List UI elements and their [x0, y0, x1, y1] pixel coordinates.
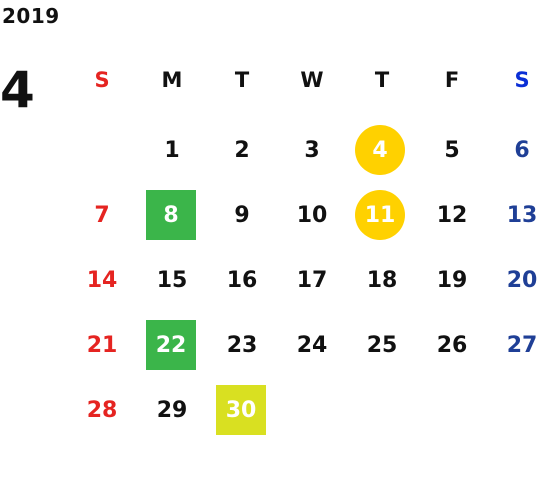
weekday-header-mon: M [161, 68, 183, 92]
day-cell[interactable]: 12 [436, 202, 468, 228]
day-cell-sunday[interactable]: 21 [86, 332, 118, 358]
day-cell-saturday[interactable]: 6 [514, 137, 530, 163]
day-cell[interactable]: 15 [156, 267, 188, 293]
day-cell[interactable]: 17 [296, 267, 328, 293]
day-cell-highlight-square[interactable]: 22 [146, 320, 196, 370]
day-cell-sunday[interactable]: 28 [86, 397, 118, 423]
weekday-header-wed: W [300, 68, 324, 92]
day-cell[interactable]: 26 [436, 332, 468, 358]
day-cell[interactable]: 16 [226, 267, 258, 293]
weekday-header-tue: T [234, 68, 250, 92]
day-cell[interactable]: 3 [304, 137, 320, 163]
day-cell[interactable]: 2 [234, 137, 250, 163]
day-cell[interactable]: 25 [366, 332, 398, 358]
day-cell[interactable]: 5 [444, 137, 460, 163]
day-cell-sunday[interactable]: 7 [94, 202, 110, 228]
day-cell[interactable]: 1 [164, 137, 180, 163]
day-cell[interactable]: 9 [234, 202, 250, 228]
day-cell[interactable]: 18 [366, 267, 398, 293]
day-cell-saturday[interactable]: 13 [506, 202, 538, 228]
weekday-header-thu: T [374, 68, 390, 92]
day-cell-highlight-square[interactable]: 8 [146, 190, 196, 240]
day-cell[interactable]: 23 [226, 332, 258, 358]
day-cell-sunday[interactable]: 14 [86, 267, 118, 293]
weekday-header-sun: S [94, 68, 110, 92]
month-label: 4 [0, 61, 35, 119]
day-cell[interactable]: 29 [156, 397, 188, 423]
day-cell-highlight-circle[interactable]: 11 [355, 190, 405, 240]
day-cell-highlight-square[interactable]: 30 [216, 385, 266, 435]
day-cell[interactable]: 19 [436, 267, 468, 293]
day-cell[interactable]: 24 [296, 332, 328, 358]
day-cell-saturday[interactable]: 20 [506, 267, 538, 293]
weekday-header-sat: S [514, 68, 530, 92]
day-cell-highlight-circle[interactable]: 4 [355, 125, 405, 175]
day-cell[interactable]: 10 [296, 202, 328, 228]
weekday-header-fri: F [444, 68, 460, 92]
day-cell-saturday[interactable]: 27 [506, 332, 538, 358]
year-label: 2019 [2, 4, 60, 28]
